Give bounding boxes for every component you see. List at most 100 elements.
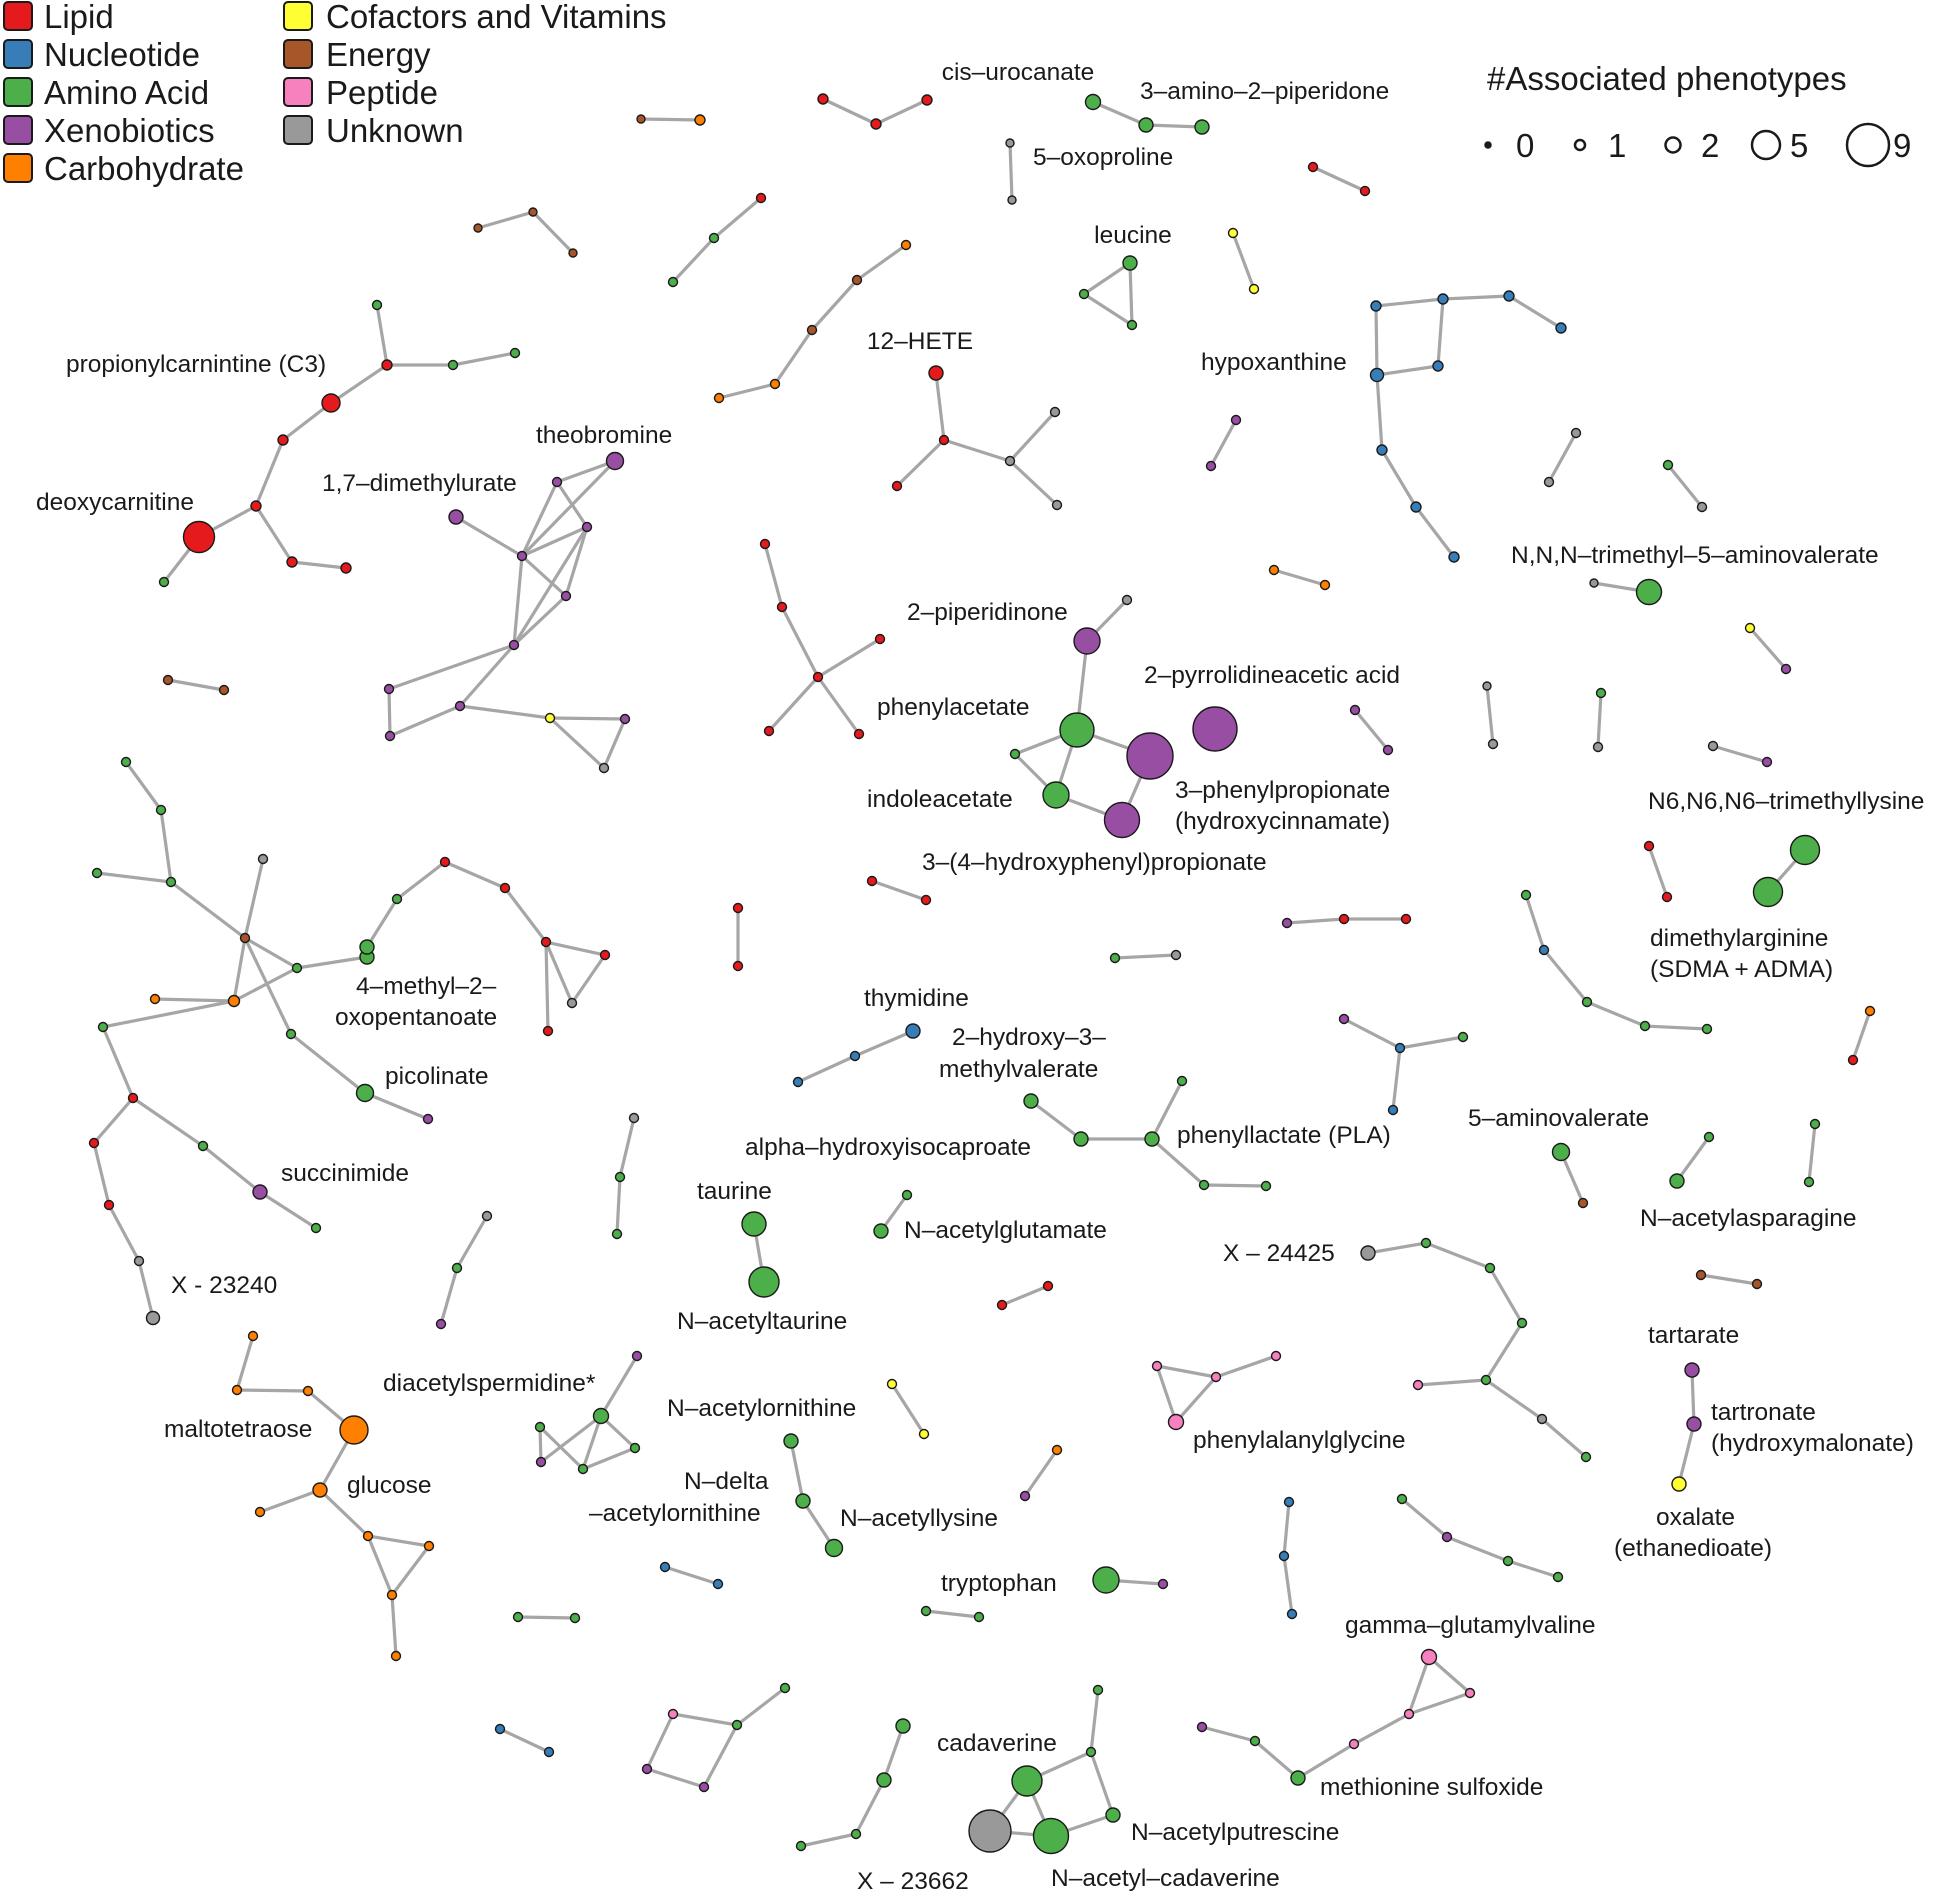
network-edges [92, 97, 1872, 1848]
metabolite-node [1686, 1416, 1702, 1432]
metabolite-node [874, 633, 886, 645]
metabolite-node [1847, 1054, 1859, 1066]
metabolite-node [1551, 1142, 1571, 1162]
metabolite-node [795, 1493, 811, 1509]
metabolite-node [641, 1763, 653, 1775]
network-edge [363, 1091, 430, 1121]
metabolite-node [900, 239, 912, 251]
network-edge [1150, 1079, 1184, 1141]
network-edge [1144, 123, 1204, 129]
network-edge [458, 643, 516, 708]
metabolite-node [1595, 687, 1607, 699]
label-succinimide: succinimide [281, 1160, 409, 1187]
metabolite-node [91, 867, 103, 879]
metabolite-node [708, 232, 720, 244]
metabolite-node [1580, 1451, 1592, 1463]
network-edge [1128, 261, 1134, 327]
size-legend-circle-1 [1573, 138, 1587, 152]
network-edge [816, 637, 882, 679]
label-n-delta: N–delta [684, 1468, 769, 1495]
metabolite-node [231, 1384, 243, 1396]
network-edge [169, 880, 247, 940]
metabolite-node [182, 520, 216, 554]
network-edge [1407, 1691, 1472, 1716]
network-edge [365, 897, 399, 949]
metabolite-node [659, 1561, 671, 1573]
metabolite-node [390, 1650, 402, 1662]
network-edge [1596, 691, 1603, 749]
label-leucine: leucine [1094, 222, 1172, 249]
metabolite-node [439, 856, 451, 868]
network-edge [232, 936, 247, 1003]
metabolite-node [1555, 322, 1567, 334]
metabolite-node [1482, 681, 1492, 691]
metabolite-node [97, 1021, 109, 1033]
label-3-phenylpropionate: 3–phenylpropionate [1175, 777, 1390, 804]
network-edge [1089, 1688, 1100, 1754]
metabolite-node [851, 274, 863, 286]
metabolite-node [748, 1266, 780, 1298]
label-maltotetraose: maltotetraose [164, 1416, 312, 1443]
metabolite-node [1484, 1262, 1496, 1274]
network-edge [153, 997, 236, 1003]
network-edge [1711, 744, 1769, 764]
network-edge [1643, 1024, 1709, 1031]
legend-swatch-unknown [283, 115, 313, 145]
metabolite-node [795, 1840, 807, 1852]
label-taurine: taurine [697, 1178, 772, 1205]
network-edge [390, 1593, 398, 1658]
metabolite-node [509, 347, 521, 359]
network-edge [387, 643, 516, 691]
metabolite-node [383, 683, 395, 695]
metabolite-node [1669, 1173, 1685, 1189]
metabolite-node [197, 1140, 209, 1152]
label-sdma-adma: (SDMA + ADMA) [1650, 956, 1833, 983]
network-edge [810, 278, 859, 332]
metabolite-node [712, 1578, 724, 1590]
network-edge [1690, 1368, 1696, 1426]
metabolite-node [1457, 1031, 1469, 1043]
label-alpha-hydroxyisocaproate: alpha–hydroxyisocaproate [745, 1134, 1031, 1161]
metabolite-node [1480, 1374, 1492, 1386]
metabolite-node [1394, 1042, 1406, 1054]
metabolite-node [1307, 161, 1319, 173]
metabolite-node [1643, 840, 1655, 852]
metabolite-node [763, 725, 775, 737]
network-edge [1285, 917, 1346, 925]
metabolite-node [598, 762, 610, 774]
metabolite-node [1073, 1131, 1089, 1147]
metabolite-node [1198, 1179, 1210, 1191]
metabolite-node [1085, 1746, 1097, 1758]
metabolite-node [254, 1506, 266, 1518]
network-edge [1677, 1422, 1696, 1486]
network-edge [159, 808, 173, 884]
metabolite-node [227, 994, 241, 1008]
metabolite-node [812, 671, 824, 683]
network-edge [1436, 297, 1445, 368]
network-edge [235, 1334, 255, 1392]
metabolite-node [551, 476, 563, 488]
metabolite-node [1157, 1578, 1169, 1590]
network-edge [1082, 292, 1134, 327]
metabolite-node [120, 756, 132, 768]
network-edge [1851, 1009, 1872, 1062]
metabolite-node [667, 276, 679, 288]
metabolite-node [534, 1421, 546, 1433]
metabolite-node [1543, 476, 1555, 488]
label-hydroxymalonate: (hydroxymalonate) [1711, 1430, 1914, 1457]
network-edge [1542, 948, 1589, 1004]
network-edge [243, 857, 265, 940]
network-edge [1647, 844, 1669, 899]
metabolite-node [569, 1612, 581, 1624]
metabolite-node [566, 997, 578, 1009]
metabolite-node [1441, 1531, 1453, 1543]
label-hypoxanthine: hypoxanthine [1201, 349, 1347, 376]
metabolite-node [535, 1456, 547, 1468]
metabolite-node [920, 1605, 932, 1617]
metabolite-node [1661, 891, 1673, 903]
network-edge [539, 1414, 603, 1464]
label-cadaverine: cadaverine [937, 1730, 1057, 1757]
metabolite-node [1248, 283, 1260, 295]
metabolite-node [149, 993, 161, 1005]
metabolite-node [1286, 1608, 1298, 1620]
